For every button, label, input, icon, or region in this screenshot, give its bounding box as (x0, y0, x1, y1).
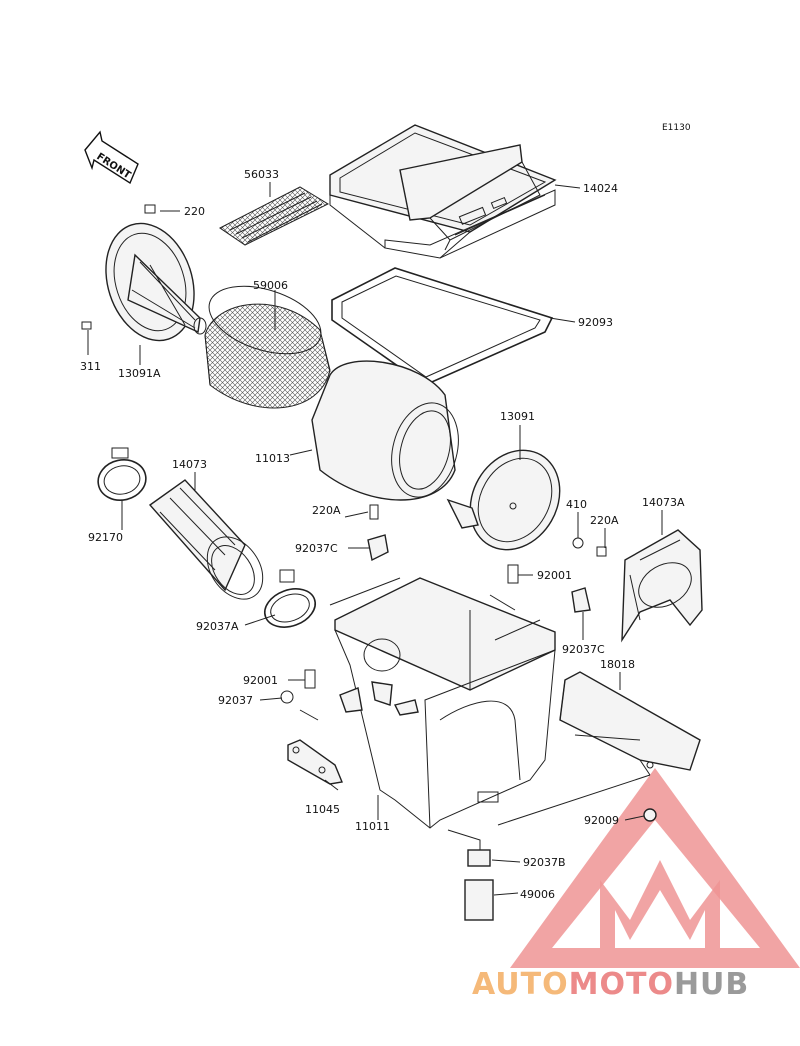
watermark-m-shape (600, 860, 720, 948)
part-11045-bracket (287, 687, 363, 785)
label-92009: 92009 (584, 814, 619, 827)
label-14073A: 14073A (642, 496, 685, 509)
part-14024-cover (329, 124, 557, 259)
part-59006-screen (204, 285, 331, 409)
watermark-text: AUTOMOTOHUB (472, 967, 749, 1002)
part-18018-cover (559, 671, 701, 776)
label-220: 220 (184, 205, 205, 218)
part-labels: 220 311 13091A 56033 14024 59006 92093 1… (80, 168, 685, 901)
label-92170: 92170 (88, 531, 123, 544)
leader-lines (87, 182, 663, 896)
part-56033-plate (219, 186, 330, 246)
label-92001-right: 92001 (537, 569, 572, 582)
label-11011: 11011 (355, 820, 390, 833)
part-14073A-duct (621, 529, 703, 643)
label-92093: 92093 (578, 316, 613, 329)
part-14073-boot (148, 479, 264, 600)
label-59006: 59006 (253, 279, 288, 292)
watermark-logo (510, 768, 800, 968)
label-18018: 18018 (600, 658, 635, 671)
watermark-word-auto: AUTO (472, 967, 569, 1002)
fasteners (280, 504, 657, 921)
part-13091A-cap (81, 204, 207, 342)
part-11013-filter (311, 360, 459, 501)
label-92037C-left: 92037C (295, 542, 338, 555)
label-49006: 49006 (520, 888, 555, 901)
reference-code: E1130 (662, 123, 691, 133)
front-arrow-shape (84, 130, 139, 185)
label-13091A: 13091A (118, 367, 161, 380)
label-92037B: 92037B (523, 856, 566, 869)
label-220A-left: 220A (312, 504, 341, 517)
label-14024: 14024 (583, 182, 618, 195)
label-11045: 11045 (305, 803, 340, 816)
label-14073: 14073 (172, 458, 207, 471)
label-92037: 92037 (218, 694, 253, 707)
label-410: 410 (566, 498, 587, 511)
label-11013: 11013 (255, 452, 290, 465)
svg-text:AUTOMOTOHUB: AUTOMOTOHUB (472, 967, 749, 1002)
part-11011-airbox (334, 577, 556, 829)
label-220A-right: 220A (590, 514, 619, 527)
label-56033: 56033 (244, 168, 279, 181)
watermark-word-moto: MOTO (569, 967, 674, 1002)
watermark-word-hub: HUB (674, 967, 749, 1002)
label-311: 311 (80, 360, 101, 373)
label-92037A: 92037A (196, 620, 239, 633)
front-arrow: FRONT (84, 130, 139, 185)
part-92037A-clamp (264, 569, 316, 628)
part-13091-plate (446, 449, 607, 557)
label-13091: 13091 (500, 410, 535, 423)
part-92170-clamp (97, 447, 147, 501)
label-92001-left: 92001 (243, 674, 278, 687)
part-92093-gasket (331, 267, 554, 386)
label-92037C-right: 92037C (562, 643, 605, 656)
